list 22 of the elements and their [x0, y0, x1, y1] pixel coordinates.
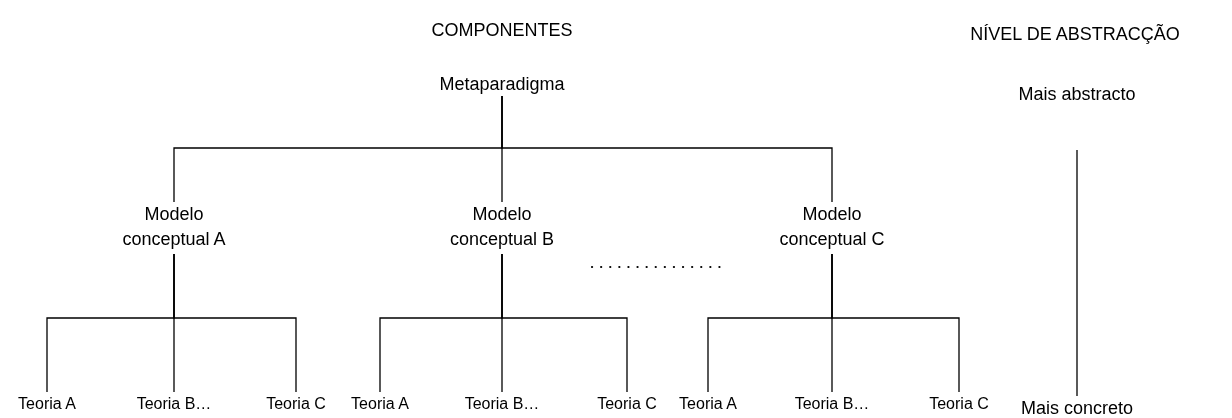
axis-heading: NÍVEL DE ABSTRACÇÃO	[969, 24, 1181, 45]
connector-line	[1076, 149, 1078, 397]
tree-node-label: Metaparadigma	[432, 72, 572, 97]
connector-line	[173, 253, 297, 393]
connector-line	[501, 95, 833, 203]
tree-node-label: Teoria C	[587, 392, 667, 415]
tree-node-label: Teoria B…	[789, 392, 875, 415]
tree-node-label: Teoria C	[256, 392, 336, 415]
tree-node-label: Teoria B…	[131, 392, 217, 415]
connector-line	[501, 253, 628, 393]
diagram-title: COMPONENTES	[430, 20, 574, 41]
level-label: Mais abstracto	[1007, 82, 1147, 107]
tree-node-label: Teoria A	[337, 392, 423, 415]
tree-node-label: Teoria B…	[459, 392, 545, 415]
level-label: Mais concreto	[1009, 396, 1145, 418]
tree-node-label: Teoria C	[919, 392, 999, 415]
tree-node-label: Teoria A	[665, 392, 751, 415]
tree-node-label: Teoria A	[4, 392, 90, 415]
connector-line	[831, 253, 960, 393]
tree-node-label: Modelo conceptual C	[757, 202, 907, 252]
tree-node-label: Modelo conceptual A	[99, 202, 249, 252]
tree-node-label: Modelo conceptual B	[427, 202, 577, 252]
